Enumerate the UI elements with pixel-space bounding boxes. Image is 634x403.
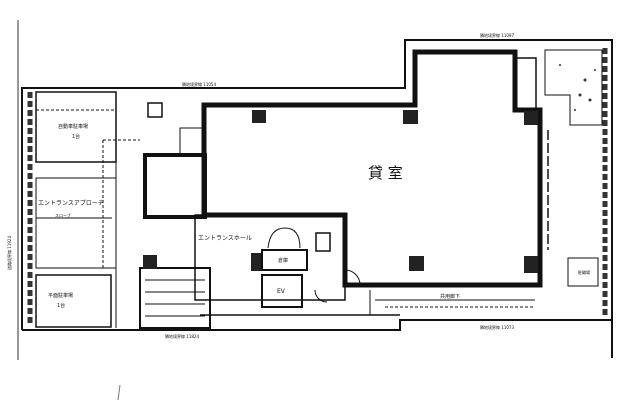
equipment-box (567, 257, 599, 287)
boundary-left: 道路境界線 11924 (6, 236, 12, 270)
shaft (147, 102, 163, 118)
entrance-hall (194, 214, 346, 301)
parking-bottom-count: 1台 (57, 302, 65, 309)
column (409, 256, 424, 271)
right-shaft (515, 57, 537, 111)
site-boundary-bottom (22, 319, 612, 331)
slope-label: スロープ (55, 212, 71, 218)
entrance-door[interactable] (267, 227, 301, 249)
approach-area (35, 177, 117, 269)
boundary-top-left: 隣地境界線 11054 (182, 81, 216, 87)
approach-label: エントランスアプローチ (38, 200, 104, 207)
boundary-bottom-left: 隣地境界線 11824 (165, 333, 199, 339)
parking-bottom-label: 平面駐車場 (48, 292, 73, 299)
core-room (143, 153, 207, 219)
elevator (261, 274, 303, 308)
site-boundary (21, 39, 613, 358)
room-door[interactable] (344, 269, 361, 286)
storage-room (261, 249, 308, 271)
column (524, 256, 538, 273)
storage-label: 倉庫 (278, 257, 288, 264)
parking-top-count: 1台 (72, 133, 80, 140)
hall-door[interactable] (314, 289, 328, 303)
planting-area (544, 49, 603, 126)
column (251, 253, 263, 271)
mailbox (315, 232, 331, 252)
boundary-top-right: 隣地境界線 11097 (480, 32, 514, 38)
entrance-hall-label: エントランスホール (198, 235, 252, 242)
column (524, 110, 538, 125)
parking-top-label: 自動車駐車場 (58, 123, 88, 130)
column (143, 255, 157, 269)
bicycle-label: 駐輪場 (578, 269, 590, 275)
column (403, 110, 418, 124)
elevator-label: EV (277, 288, 286, 295)
columns (143, 110, 538, 273)
corridor-label: 共用廊下 (440, 293, 460, 300)
column (252, 110, 266, 123)
main-room-label: 貸 室 (368, 164, 403, 182)
scan-mark (117, 384, 121, 401)
pipe-space (179, 127, 203, 157)
parking-bottom-room (35, 274, 112, 328)
boundary-bottom-right: 隣地境界線 11073 (480, 324, 514, 330)
stair (139, 267, 211, 329)
